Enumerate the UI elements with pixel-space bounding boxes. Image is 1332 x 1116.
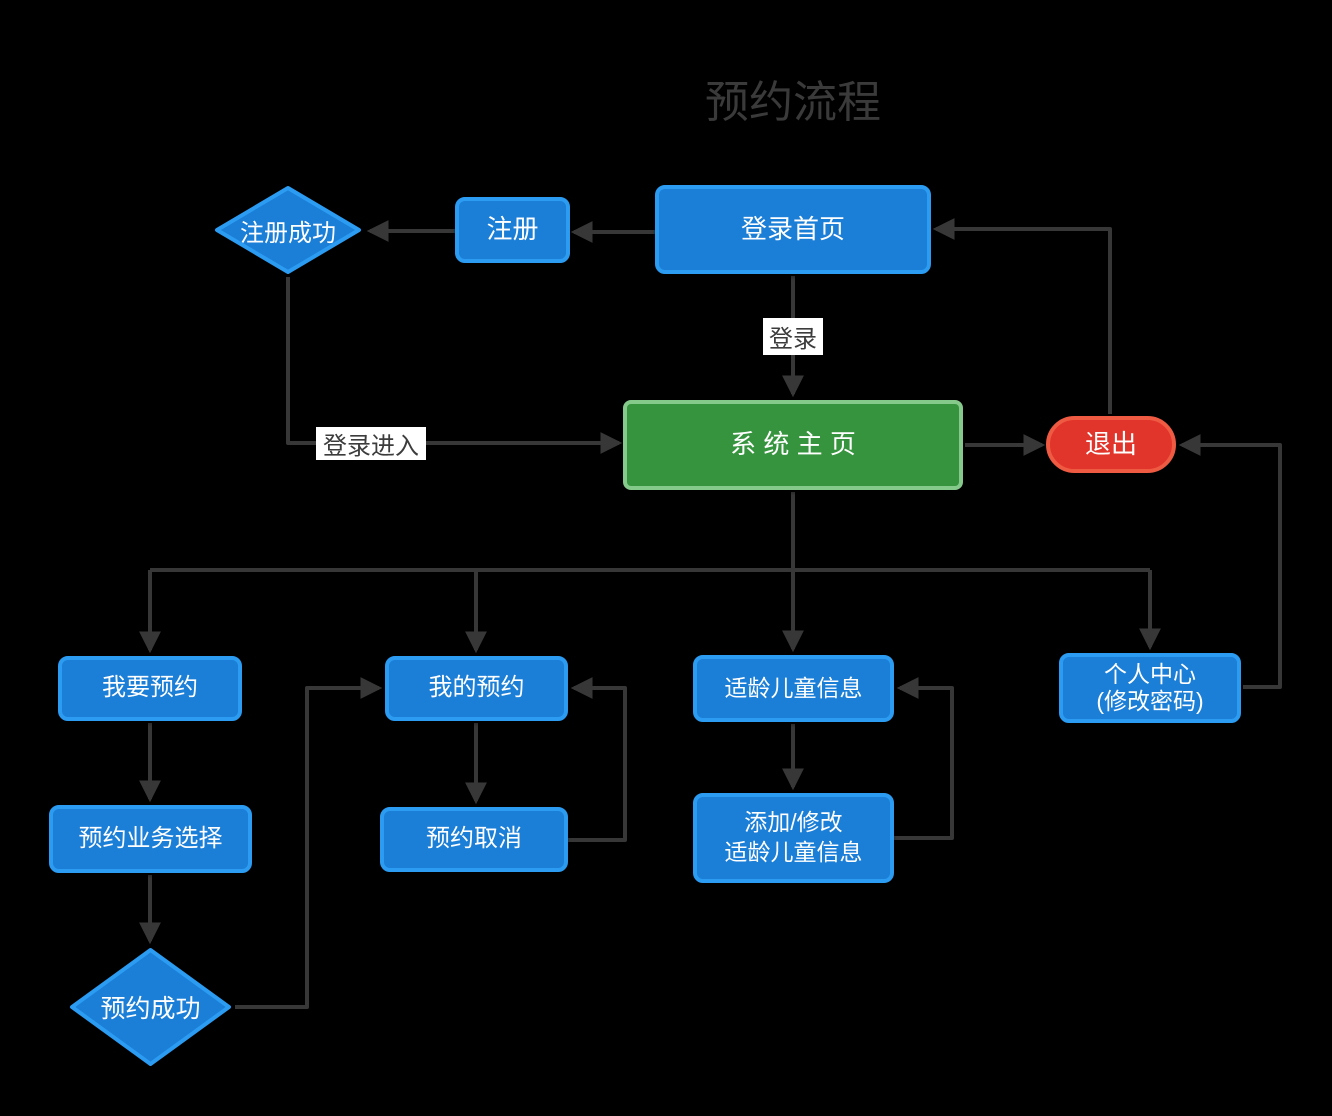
node-reserve-business: 预约业务选择	[49, 805, 252, 873]
node-child-info-label: 适龄儿童信息	[724, 674, 863, 701]
node-add-modify-child: 添加/修改 适龄儿童信息	[693, 793, 894, 883]
node-child-info: 适龄儿童信息	[693, 655, 894, 722]
node-personal-center: 个人中心 (修改密码)	[1059, 653, 1241, 723]
node-register-label: 注册	[486, 214, 539, 245]
node-system-home-label: 系 统 主 页	[730, 429, 856, 460]
node-reserve-success-diamond: 预约成功	[68, 947, 233, 1067]
node-register: 注册	[455, 197, 570, 263]
node-reserve-cancel: 预约取消	[380, 807, 568, 872]
node-register-success-label: 注册成功	[240, 219, 336, 247]
edge-label-login-enter: 登录进入	[316, 427, 426, 460]
edge-registersuccess-systemhome	[286, 277, 623, 454]
node-register-success-diamond: 注册成功	[213, 185, 363, 275]
node-want-reserve-label: 我要预约	[102, 674, 198, 702]
node-personal-center-label: 个人中心	[1104, 660, 1196, 687]
node-logout: 退出	[1046, 416, 1176, 473]
node-reserve-business-label: 预约业务选择	[78, 824, 223, 852]
node-login-home: 登录首页	[655, 185, 931, 274]
node-system-home: 系 统 主 页	[623, 400, 963, 490]
edge-label-login: 登录	[763, 318, 823, 355]
node-login-home-label: 登录首页	[740, 213, 845, 244]
node-reserve-success-label: 预约成功	[100, 995, 201, 1023]
edge-addmodify-childinfo	[894, 677, 954, 840]
node-my-reserve-label: 我的预约	[428, 674, 525, 702]
node-logout-label: 退出	[1084, 428, 1137, 459]
diagram-title: 预约流程	[705, 78, 881, 127]
edge-personalcenter-logout	[1178, 434, 1282, 689]
edge-cancel-myreserve	[568, 677, 627, 842]
node-want-reserve: 我要预约	[58, 656, 242, 721]
node-personal-center-sublabel: (修改密码)	[1096, 688, 1204, 714]
node-add-modify-child-label: 添加/修改	[744, 809, 843, 836]
diamond-shape	[70, 948, 231, 1066]
node-add-modify-child-sublabel: 适龄儿童信息	[724, 839, 863, 865]
edge-reservesuccess-myreserve	[235, 677, 383, 1009]
diamond-shape	[215, 186, 361, 274]
edge-logout-loginhome	[932, 218, 1112, 414]
node-reserve-cancel-label: 预约取消	[426, 825, 522, 853]
node-my-reserve: 我的预约	[385, 656, 568, 721]
